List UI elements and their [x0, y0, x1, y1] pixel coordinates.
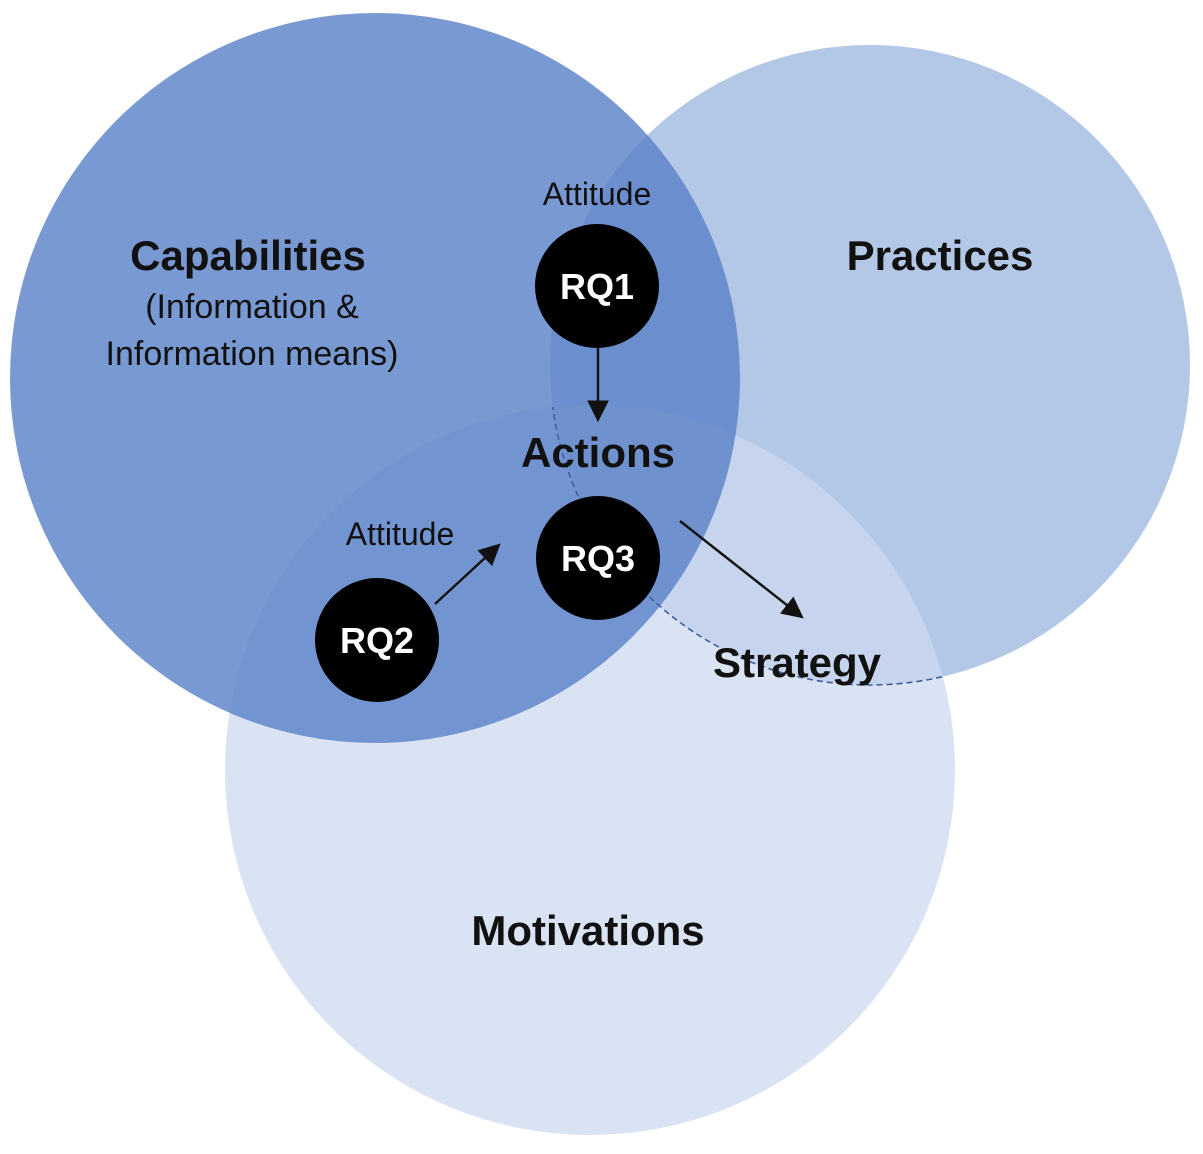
rq2-node-label: RQ2: [340, 620, 414, 661]
arrow-rq3-to-strategy: [679, 520, 804, 619]
capabilities-subtitle-line2: Information means): [106, 335, 399, 373]
rq3-node-label: RQ3: [561, 538, 635, 579]
strategy-label: Strategy: [713, 639, 882, 686]
rq3-node-circle: [536, 496, 660, 620]
arrow-rq2-to-actions: [434, 543, 501, 605]
rq1-node-circle: [535, 224, 659, 348]
capabilities-subtitle-line1: (Information &: [145, 288, 359, 326]
rq2-node-circle: [315, 578, 439, 702]
attitude-label-top: Attitude: [543, 176, 652, 212]
rq1-node-label: RQ1: [560, 266, 634, 307]
practices-title: Practices: [847, 232, 1034, 279]
rq1-node: RQ1: [535, 224, 659, 348]
rq3-node: RQ3: [536, 496, 660, 620]
rq2-node: RQ2: [315, 578, 439, 702]
capabilities-title: Capabilities: [130, 232, 366, 279]
actions-label: Actions: [521, 429, 675, 476]
motivations-title: Motivations: [471, 907, 704, 954]
attitude-label-left: Attitude: [346, 516, 455, 552]
strategy-region-outline: [549, 405, 955, 686]
